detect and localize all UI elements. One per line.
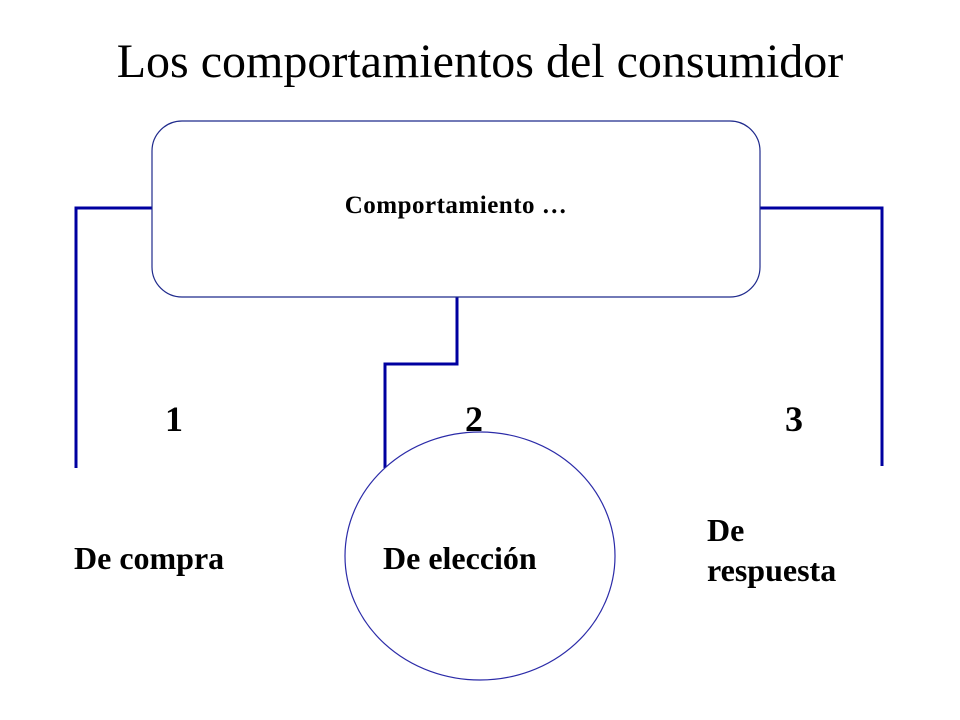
branch-number-1: 1	[165, 399, 183, 439]
connector-branch-2	[383, 297, 459, 468]
choice-circle	[344, 431, 616, 681]
behavior-box	[151, 120, 761, 298]
branch-label-response-line2: respuesta	[707, 552, 837, 588]
connector-branch-1	[74, 206, 152, 468]
branch-label-response: De respuesta	[707, 510, 836, 590]
connector-branch-3	[760, 206, 884, 466]
branch-label-purchase: De compra	[74, 540, 225, 576]
slide-title: Los comportamientos del consumidor	[116, 35, 844, 88]
branch-number-3: 3	[785, 399, 803, 439]
branch-number-2: 2	[465, 399, 483, 439]
behavior-box-label: Comportamiento …	[344, 192, 568, 219]
branch-label-response-line1: De	[707, 512, 745, 548]
branch-label-choice: De elección	[383, 540, 537, 576]
